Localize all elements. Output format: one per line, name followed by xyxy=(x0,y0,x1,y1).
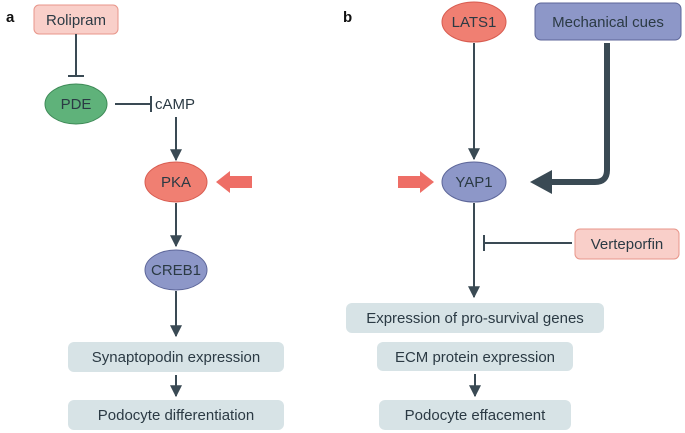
verteporfin-inhibits-yap1 xyxy=(483,235,572,251)
effacement-node: Podocyte effacement xyxy=(379,400,571,430)
ecm-node: ECM protein expression xyxy=(377,342,573,371)
yap1-label: YAP1 xyxy=(455,174,492,191)
creb1-node: CREB1 xyxy=(144,249,208,291)
verteporfin-label: Verteporfin xyxy=(591,236,664,253)
mechanical-to-yap1-arrow xyxy=(530,43,610,194)
mechanical-cues-node: Mechanical cues xyxy=(534,2,682,41)
pka-highlight-arrow xyxy=(216,171,252,193)
differentiation-label: Podocyte differentiation xyxy=(98,407,255,424)
mechanical-cues-label: Mechanical cues xyxy=(552,14,664,31)
prosurvival-label: Expression of pro-survival genes xyxy=(366,310,584,327)
pde-inhibits-camp xyxy=(115,96,152,112)
synaptopodin-label: Synaptopodin expression xyxy=(92,349,260,366)
ecm-label: ECM protein expression xyxy=(395,349,555,366)
pka-label: PKA xyxy=(161,174,191,191)
panel-b-letter: b xyxy=(343,9,352,26)
verteporfin-node: Verteporfin xyxy=(574,228,680,260)
differentiation-node: Podocyte differentiation xyxy=(68,400,284,430)
yap1-node: YAP1 xyxy=(441,161,507,203)
rolipram-label: Rolipram xyxy=(46,12,106,29)
camp-label: cAMP xyxy=(155,96,195,113)
creb1-label: CREB1 xyxy=(151,262,201,279)
pka-node: PKA xyxy=(144,161,208,203)
panel-a-letter: a xyxy=(6,9,15,26)
rolipram-node: Rolipram xyxy=(33,4,119,35)
yap1-highlight-arrow xyxy=(398,171,434,193)
pde-node: PDE xyxy=(44,83,108,125)
lats1-node: LATS1 xyxy=(441,1,507,43)
lats1-label: LATS1 xyxy=(452,14,497,31)
effacement-label: Podocyte effacement xyxy=(405,407,546,424)
rolipram-inhibits-pde xyxy=(68,34,84,77)
synaptopodin-node: Synaptopodin expression xyxy=(68,342,284,372)
prosurvival-node: Expression of pro-survival genes xyxy=(346,303,604,333)
pde-label: PDE xyxy=(61,96,92,113)
